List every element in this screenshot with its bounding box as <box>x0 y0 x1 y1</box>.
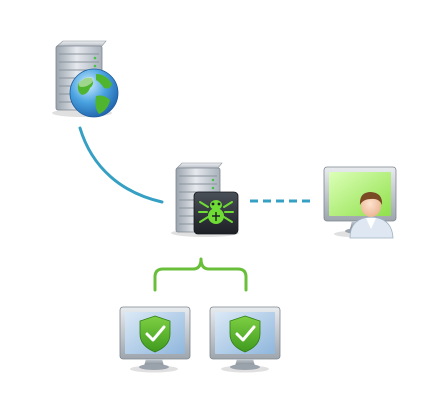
web-server-globe-icon <box>52 40 119 118</box>
user-avatar-icon <box>349 192 394 239</box>
central-server <box>171 162 239 237</box>
protected-workstation-2 <box>209 306 281 373</box>
spider-emblem-icon <box>193 191 239 235</box>
bracket-server-to-workstations <box>153 257 248 292</box>
internet-server <box>52 40 119 118</box>
shield-check-icon <box>139 315 171 353</box>
admin-workstation <box>323 166 397 239</box>
connector-internet-to-server <box>78 126 164 204</box>
shield-check-icon <box>229 315 261 353</box>
connections <box>78 126 310 292</box>
admin-workstation-icon <box>323 166 397 239</box>
protected-workstation-1 <box>119 306 191 373</box>
